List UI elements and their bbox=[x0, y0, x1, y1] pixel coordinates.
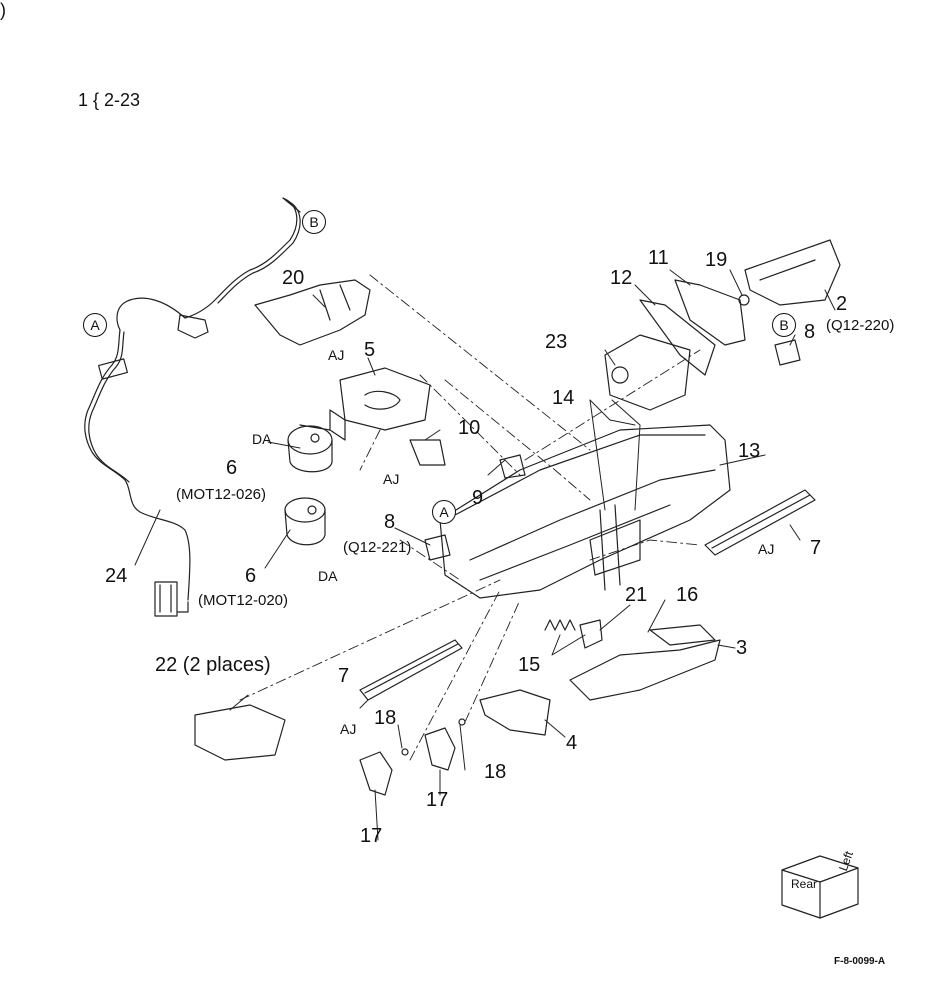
code-mot12-026: (MOT12-026) bbox=[176, 486, 267, 503]
screw-aj-10: AJ bbox=[383, 471, 400, 487]
rail-7-right bbox=[705, 490, 815, 555]
callout-21: 21 bbox=[625, 584, 648, 606]
callout-19: 19 bbox=[705, 249, 728, 271]
motor-6-lower bbox=[285, 498, 325, 545]
assembly-guide-lines bbox=[240, 275, 700, 760]
part-23 bbox=[605, 335, 690, 410]
callout-9: 9 bbox=[472, 487, 484, 509]
assembly-header: 1 { 2-23 bbox=[78, 90, 141, 110]
callout-17-left: 17 bbox=[360, 825, 383, 847]
connector-a-left: A bbox=[83, 313, 107, 337]
callout-5: 5 bbox=[364, 339, 376, 361]
callout-23: 23 bbox=[545, 331, 568, 353]
callout-18-right: 18 bbox=[484, 761, 507, 783]
callout-20: 20 bbox=[282, 267, 305, 289]
part-22 bbox=[195, 705, 285, 760]
figure-id: F-8-0099-A bbox=[834, 956, 886, 967]
part-21 bbox=[580, 620, 602, 648]
part-10 bbox=[410, 440, 445, 465]
pin-18-right bbox=[459, 719, 465, 725]
cube-rear-label: Rear bbox=[791, 877, 818, 891]
pin-18-left bbox=[402, 749, 408, 755]
screw-aj-20: AJ bbox=[328, 347, 345, 363]
callout-6-lower: 6 bbox=[245, 565, 257, 587]
part-4 bbox=[480, 690, 550, 735]
code-q12-220: (Q12-220) bbox=[826, 317, 895, 334]
latch-17-left bbox=[360, 752, 392, 795]
part-16 bbox=[650, 625, 715, 645]
latch-17-right bbox=[425, 728, 455, 770]
code-q12-221: (Q12-221) bbox=[343, 539, 412, 556]
spring-15 bbox=[545, 620, 575, 630]
callout-6-upper: 6 bbox=[226, 457, 238, 479]
part-9 bbox=[500, 455, 525, 478]
part-19 bbox=[739, 295, 749, 305]
screw-aj-7-left: AJ bbox=[340, 721, 357, 737]
screw-da-6-upper: DA bbox=[252, 431, 272, 447]
callout-8-left: 8 bbox=[384, 511, 396, 533]
motor-6-upper bbox=[288, 425, 332, 472]
main-frame-13 bbox=[440, 425, 730, 598]
bracket-2 bbox=[745, 240, 840, 305]
code-mot12-020: (MOT12-020) bbox=[198, 592, 289, 609]
rail-7-left bbox=[360, 640, 462, 700]
connector-b-top: B bbox=[302, 210, 326, 234]
connector-a-center: A bbox=[432, 500, 456, 524]
part-11 bbox=[675, 280, 745, 345]
part-12 bbox=[640, 300, 715, 375]
callout-7-left: 7 bbox=[338, 665, 350, 687]
orientation-cube bbox=[782, 856, 858, 918]
part-8-right bbox=[775, 340, 800, 365]
wire-harness-24 bbox=[85, 198, 300, 616]
callout-4: 4 bbox=[566, 732, 578, 754]
callout-13: 13 bbox=[738, 440, 761, 462]
part-20 bbox=[255, 280, 370, 345]
callout-15: 15 bbox=[518, 654, 541, 676]
callout-22: 22 (2 places) bbox=[155, 654, 271, 676]
bracket-5 bbox=[330, 368, 430, 440]
connector-b-right: B bbox=[772, 313, 796, 337]
callout-11: 11 bbox=[648, 247, 669, 269]
callout-8-right: 8 bbox=[804, 321, 816, 343]
callout-12: 12 bbox=[610, 267, 633, 289]
part-8-left bbox=[425, 535, 450, 560]
callout-18-left: 18 bbox=[374, 707, 397, 729]
screw-aj-7-right: AJ bbox=[758, 541, 775, 557]
corner-mark: ) bbox=[0, 0, 6, 20]
part-3 bbox=[570, 640, 720, 700]
callout-3: 3 bbox=[736, 637, 748, 659]
callout-7-right: 7 bbox=[810, 537, 822, 559]
callout-17-right: 17 bbox=[426, 789, 449, 811]
callout-2: 2 bbox=[836, 293, 848, 315]
callout-24: 24 bbox=[105, 565, 128, 587]
leader-lines bbox=[135, 270, 835, 840]
callout-16: 16 bbox=[676, 584, 699, 606]
callout-14: 14 bbox=[552, 387, 575, 409]
callout-10: 10 bbox=[458, 417, 481, 439]
screw-da-6-lower: DA bbox=[318, 568, 338, 584]
